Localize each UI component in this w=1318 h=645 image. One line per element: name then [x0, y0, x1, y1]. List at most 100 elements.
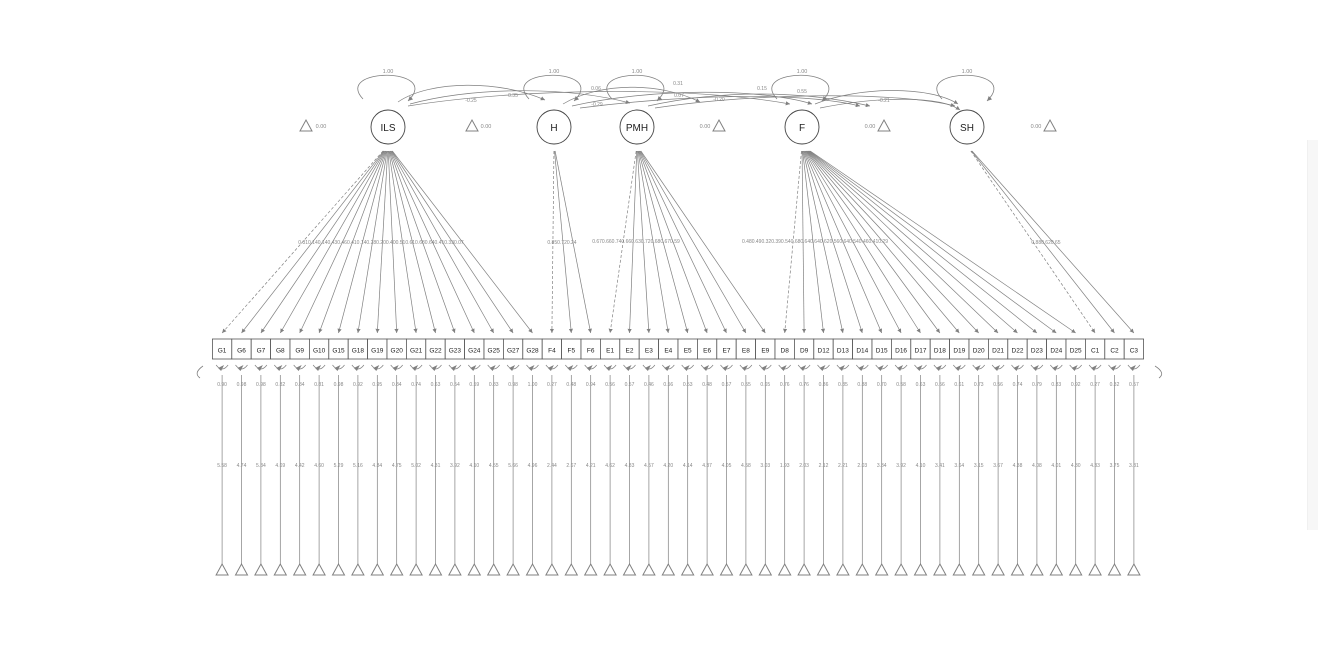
- residual-variance-E1: 0.56: [605, 382, 615, 388]
- loading-arrow-E9: [640, 150, 766, 334]
- residual-arrowhead-D14: [858, 365, 865, 371]
- intercept-value-E4: 4.20: [663, 463, 673, 469]
- loading-arrow-G27: [391, 150, 514, 334]
- loading-arrow-D24: [809, 150, 1057, 334]
- intercept-value-D25: 4.30: [1071, 463, 1081, 469]
- intercept-triangle-E8: [739, 562, 753, 576]
- latent-intercept-triangle-ILS: [299, 118, 313, 132]
- intercept-value-F6: 4.21: [586, 463, 596, 469]
- intercept-value-E7: 4.05: [722, 463, 732, 469]
- loading-arrow-E3: [637, 150, 651, 334]
- intercept-triangle-E9: [758, 562, 773, 576]
- residual-variance-F4: 0.27: [547, 382, 557, 388]
- loading-arrow-G10: [318, 150, 387, 334]
- latent-label-F: F: [799, 123, 805, 134]
- intercept-triangle-D23: [1030, 562, 1044, 576]
- residual-arrowhead-D8: [780, 365, 787, 371]
- indicator-label-E6: E6: [703, 348, 711, 355]
- residual-variance-D21: 0.56: [993, 382, 1003, 388]
- loading-arrow-G1: [221, 150, 384, 334]
- intercept-triangle-E2: [622, 562, 637, 576]
- residual-variance-D12: 0.86: [819, 382, 829, 388]
- intercept-triangle-G25: [486, 562, 501, 576]
- residual-arrowhead-C2: [1110, 365, 1117, 371]
- intercept-value-D12: 2.12: [819, 463, 829, 469]
- residual-arrowhead-G27: [509, 365, 516, 371]
- residual-arrowhead-G20: [392, 365, 399, 371]
- latent-intercept-label-PMH: 0.00: [700, 124, 711, 130]
- loading-arrow-D15: [804, 150, 883, 334]
- indicator-label-D15: D15: [876, 348, 888, 355]
- intercept-triangle-D12: [816, 562, 831, 576]
- intercept-value-G23: 3.92: [450, 463, 460, 469]
- intercept-value-F4: 2.44: [547, 463, 557, 469]
- residual-variance-C3: 0.57: [1129, 382, 1139, 388]
- loading-labels-PMH: 0.670.660.740.660.630.720.680.670.59: [592, 239, 680, 245]
- intercept-value-E6: 4.37: [702, 463, 712, 469]
- loading-arrow-G8: [279, 150, 386, 334]
- intercept-triangle-D15: [874, 562, 889, 576]
- residual-variance-F6: 0.94: [586, 382, 596, 388]
- covariance-label-6: 0.07: [674, 93, 684, 99]
- residual-variance-G28: 1.00: [528, 382, 538, 388]
- indicator-label-G20: G20: [391, 348, 404, 355]
- loading-arrow-D18: [805, 150, 941, 334]
- intercept-value-D19: 3.64: [954, 463, 964, 469]
- intercept-triangle-G10: [312, 562, 326, 576]
- intercept-value-G20: 4.75: [392, 463, 402, 469]
- scrollbar-track[interactable]: [1307, 140, 1318, 530]
- intercept-value-G28: 4.96: [528, 463, 538, 469]
- residual-arrowhead-E3: [644, 365, 651, 371]
- indicator-label-E5: E5: [684, 348, 692, 355]
- residual-arrowhead-D15: [877, 365, 884, 371]
- loading-labels-ILS: 0.310.140.140.430.460.410.140.280.200.40…: [298, 240, 464, 246]
- residual-arrowhead-D19: [955, 365, 962, 371]
- variance-loop-ILS: [357, 74, 416, 102]
- loading-arrow-G28: [392, 150, 533, 334]
- indicator-label-D19: D19: [953, 348, 965, 355]
- latent-intercept-label-SH: 0.00: [1031, 124, 1042, 130]
- covariance-curve-7: [647, 93, 871, 108]
- intercept-value-G1: 5.58: [217, 463, 227, 469]
- intercept-value-G22: 4.31: [431, 463, 441, 469]
- indicator-label-D25: D25: [1070, 348, 1082, 355]
- intercept-value-E9: 3.03: [760, 463, 770, 469]
- loading-arrow-E2: [627, 150, 638, 334]
- intercept-triangle-F6: [583, 562, 598, 576]
- intercept-value-C2: 3.75: [1110, 463, 1120, 469]
- residual-arrowhead-E8: [741, 365, 748, 371]
- intercept-value-D24: 4.01: [1051, 463, 1061, 469]
- residual-arrowhead-E5: [683, 365, 690, 371]
- latent-circle-SH: [949, 109, 985, 145]
- covariance-curve-4: [407, 91, 791, 107]
- residual-arrowhead-G8: [276, 365, 283, 371]
- residual-arrowhead-C3: [1129, 365, 1136, 371]
- indicator-label-G24: G24: [468, 348, 481, 355]
- covariance-curve-6: [579, 96, 861, 109]
- intercept-triangle-D9: [797, 562, 811, 576]
- loading-arrow-E5: [638, 150, 689, 334]
- indicator-label-D23: D23: [1031, 348, 1043, 355]
- intercept-value-G27: 5.66: [508, 463, 518, 469]
- residual-arrowhead-D18: [935, 365, 942, 371]
- intercept-triangle-D16: [894, 562, 908, 576]
- intercept-triangle-G20: [389, 562, 404, 576]
- intercept-triangle-E7: [719, 562, 734, 576]
- loading-arrow-F6: [554, 150, 592, 334]
- residual-variance-G22: 0.63: [431, 382, 441, 388]
- covariance-curve-8: [654, 95, 956, 109]
- intercept-value-G25: 4.55: [489, 463, 499, 469]
- residual-variance-D19: 0.61: [954, 382, 964, 388]
- intercept-value-E8: 4.58: [741, 463, 751, 469]
- indicator-label-G15: G15: [332, 348, 345, 355]
- indicator-label-G7: G7: [257, 348, 266, 355]
- residual-variance-G1: 0.90: [217, 382, 227, 388]
- latent-circle-F: [784, 109, 820, 145]
- variance-label-F: 1.00: [797, 69, 808, 75]
- residual-arrowhead-G25: [489, 365, 496, 371]
- latent-label-ILS: ILS: [380, 123, 395, 134]
- intercept-value-G8: 4.69: [275, 463, 285, 469]
- loading-arrow-E8: [639, 150, 747, 334]
- indicator-label-D13: D13: [837, 348, 849, 355]
- latent-label-SH: SH: [960, 123, 974, 134]
